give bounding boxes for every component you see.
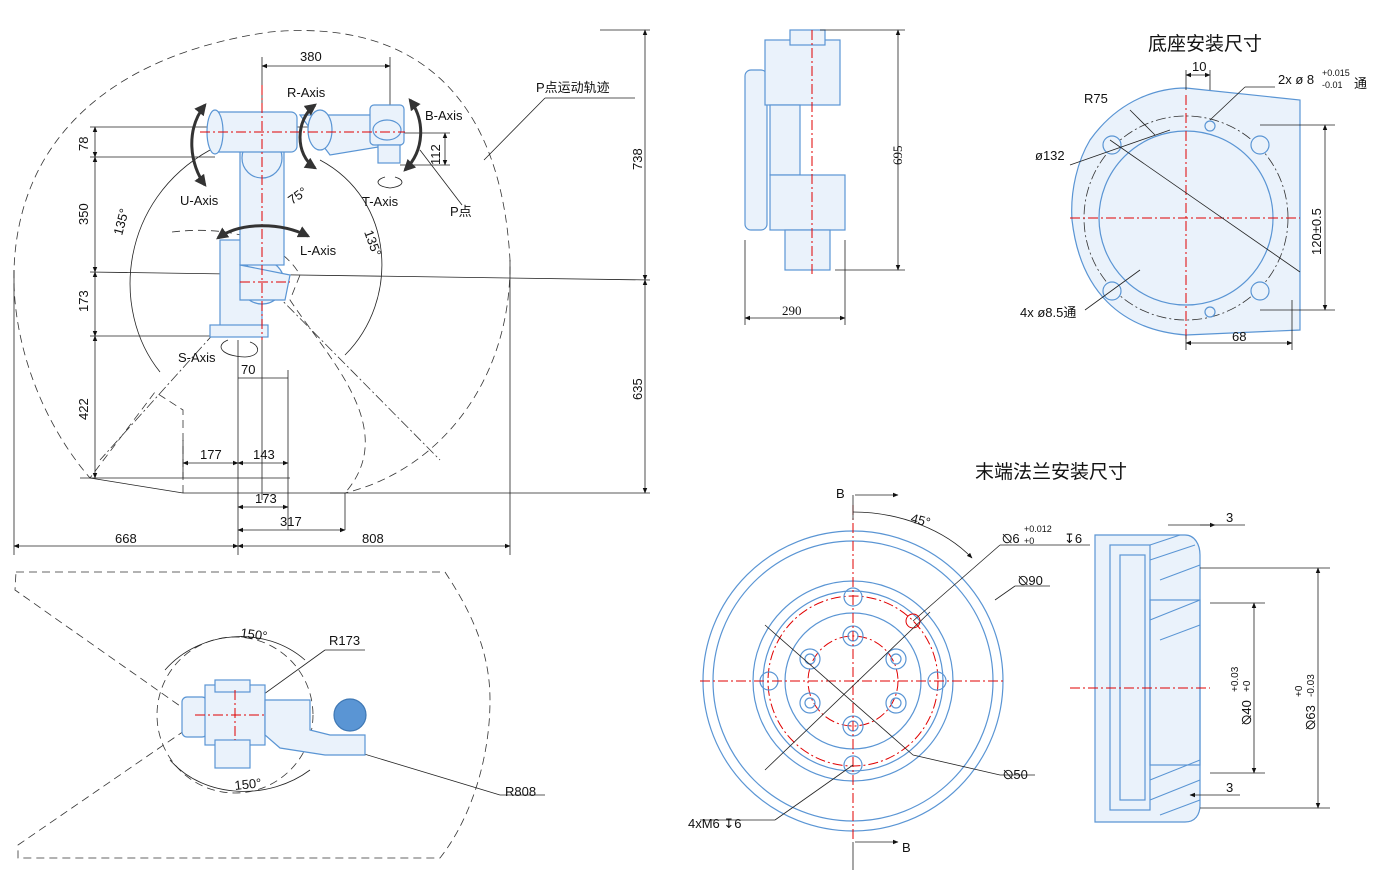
angle-135-right: 135° [361, 228, 384, 258]
flange-pin-tol-dn: +0 [1024, 536, 1034, 546]
angle-150-top: 150° [240, 625, 269, 644]
dim-143: 143 [253, 447, 275, 462]
base-line [89, 477, 345, 494]
dim-173-left: 173 [76, 290, 91, 312]
dim-r75: R75 [1084, 91, 1108, 106]
angle-135-left: 135° [110, 207, 131, 237]
l-axis-arrow [216, 224, 311, 240]
dim-r808: R808 [505, 784, 536, 799]
dim-d132: ø132 [1035, 148, 1065, 163]
dim-635: 635 [630, 378, 645, 400]
label-l-axis: L-Axis [300, 243, 337, 258]
dim-422: 422 [76, 398, 91, 420]
p-trajectory-outer [13, 30, 511, 494]
thread-spec: 4xM6 ↧6 [688, 816, 742, 831]
label-t-axis: T-Axis [362, 194, 399, 209]
label-s-axis: S-Axis [178, 350, 216, 365]
pin-through: 通 [1354, 76, 1367, 91]
dim-78: 78 [76, 137, 91, 151]
section-b-bottom: B [902, 840, 911, 855]
dim-d63-tol-dn: -0.03 [1306, 674, 1317, 697]
dim-68: 68 [1232, 329, 1246, 344]
dim-10: 10 [1192, 59, 1206, 74]
dim-d40-tol-up: +0.03 [1230, 666, 1241, 692]
dim-3-bottom: 3 [1226, 780, 1233, 795]
u-axis-arrow [190, 103, 207, 187]
angle-150-bottom: 150° [234, 775, 262, 793]
dim-317: 317 [280, 514, 302, 529]
dim-d90: ⦰90 [1018, 573, 1043, 588]
diag-right [261, 279, 441, 461]
flange-section [1094, 534, 1201, 823]
dim-r173: R173 [329, 633, 360, 648]
t-axis-arrow [377, 176, 403, 189]
pin-tol-dn: -0.01 [1322, 80, 1343, 90]
front-view: 695 290 [744, 29, 905, 325]
dim-695: 695 [890, 146, 905, 166]
dim-350: 350 [76, 203, 91, 225]
dim-808: 808 [362, 531, 384, 546]
label-p-point: P点 [450, 204, 472, 219]
dim-738: 738 [630, 148, 645, 170]
flange-pin-d6: ⦰6 [1002, 531, 1020, 546]
dim-d40-tol-dn: +0 [1242, 680, 1253, 692]
label-r-axis: R-Axis [287, 85, 326, 100]
dim-112: 112 [428, 144, 443, 165]
flange-mount-view: 末端法兰安装尺寸 [688, 461, 1330, 870]
label-trajectory: P点运动轨迹 [536, 80, 610, 95]
angle-75: 75° [285, 184, 310, 208]
arc-135-left [129, 149, 211, 373]
dim-70: 70 [241, 362, 255, 377]
dim-d63-tol-up: +0 [1294, 685, 1305, 697]
s-axis-arrow [220, 339, 259, 358]
dim-177: 177 [200, 447, 222, 462]
b-axis-arrow [403, 98, 423, 172]
r-axis-arrow [298, 103, 318, 170]
title-base-mount: 底座安装尺寸 [1148, 33, 1262, 55]
label-u-axis: U-Axis [180, 193, 219, 208]
holes-spec: 4x ø8.5通 [1020, 305, 1076, 320]
angle-45: 45° [909, 510, 932, 530]
dim-290: 290 [782, 303, 802, 318]
dim-120: 120±0.5 [1309, 208, 1324, 255]
top-view-workspace [14, 571, 491, 859]
section-b-top: B [836, 486, 845, 501]
top-view: 150° R173 150° R808 [14, 571, 545, 859]
title-flange-mount: 末端法兰安装尺寸 [975, 461, 1127, 483]
top-view-tool-disk [333, 698, 367, 732]
dim-380: 380 [300, 49, 322, 64]
dim-d63: ⦰63 [1303, 705, 1318, 730]
flange-pin-depth: ↧6 [1064, 531, 1082, 546]
dim-668: 668 [115, 531, 137, 546]
dim-3-top: 3 [1226, 510, 1233, 525]
arc-135-right [319, 159, 383, 356]
dim-173-bottom: 173 [255, 491, 277, 506]
side-view: 380 78 350 173 422 177 143 70 173 317 66… [13, 29, 651, 555]
pin-spec: 2x ø 8 [1278, 72, 1314, 87]
base-mount-view: 底座安装尺寸 10 2x ø 8 +0.015 -0.01 通 R75 ø132 [1020, 33, 1367, 350]
label-b-axis: B-Axis [425, 108, 463, 123]
pin-tol-up: +0.015 [1322, 68, 1350, 78]
flange-pin-tol-up: +0.012 [1024, 524, 1052, 534]
dim-d50: ⦰50 [1003, 767, 1028, 782]
dim-d40: ⦰40 [1239, 700, 1254, 725]
